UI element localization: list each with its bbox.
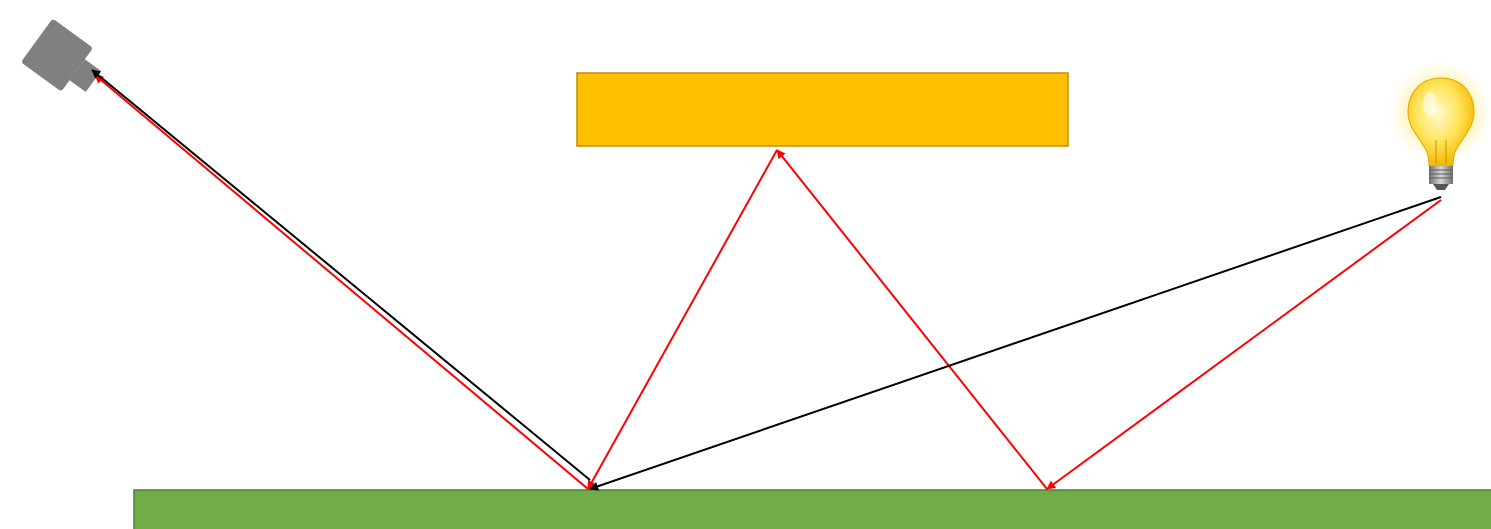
light-bulb-icon [1385, 62, 1491, 190]
direct-rays [91, 69, 1442, 491]
black-ray-ground-to-camera [91, 69, 591, 481]
red-ray-box-to-ground [587, 149, 778, 490]
ground-plane [133, 489, 1491, 529]
camera-icon [22, 19, 102, 93]
indirect-rays [94, 74, 1442, 490]
red-ray-ground-to-box [776, 149, 1048, 490]
black-ray-light-to-ground [589, 196, 1442, 491]
red-ray-ground-to-camera [94, 74, 589, 490]
occluder-box [576, 72, 1069, 147]
red-ray-light-to-ground [1046, 199, 1442, 490]
